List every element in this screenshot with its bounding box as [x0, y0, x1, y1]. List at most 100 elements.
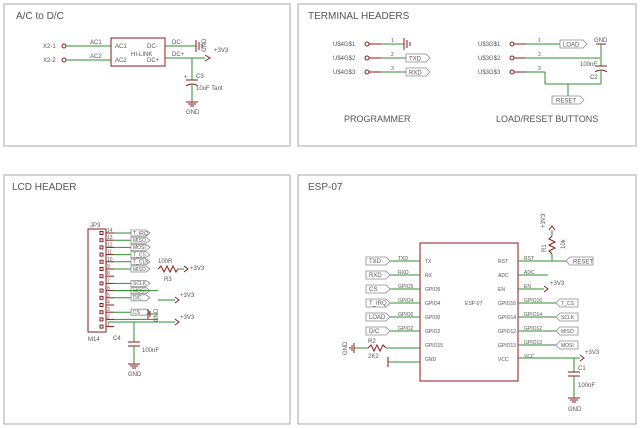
esp-right-net: GPIO16	[524, 298, 542, 304]
jp3-pin-number: 8	[107, 271, 110, 277]
jp3-pin-number: 13	[107, 235, 113, 241]
c3-val: 10uF Tant	[196, 86, 223, 92]
acdc-circuit: X2-1 X2-2 AC1 AC2 AC1 AC2 HI-LINK DC- DC…	[43, 37, 229, 116]
esp-left-pin-name: GPIO15	[425, 343, 443, 349]
jp3-net-label: MISO	[133, 267, 146, 273]
jp3-net-label: D/C	[133, 296, 142, 302]
x2-1-label: X2-1	[43, 44, 56, 50]
svg-text:2: 2	[391, 52, 394, 58]
jp3-pin-pad	[99, 324, 104, 329]
esp-right-pin-name: GPIO16	[498, 301, 516, 307]
esp-left-flag	[365, 298, 391, 308]
esp07-body	[419, 242, 519, 382]
frame-acdc	[3, 3, 291, 147]
esp-right-flag-label: MOSI	[561, 343, 574, 349]
jp3-pin-pad	[99, 288, 104, 293]
esp-right-net: VCC	[524, 354, 535, 360]
esp-left-pin-name: RX	[425, 273, 433, 279]
prog-rxd-flag	[405, 67, 431, 77]
r1-ref: R1	[542, 244, 548, 252]
jp3-pin-number: 4	[107, 300, 110, 306]
lcd-v33-c: +3V3	[180, 315, 195, 321]
v33-arrow	[204, 54, 211, 62]
esp07-module: ESP-07 TXTXDTXDRXRXDRXDGPIO5GPIO5CSGPIO4…	[365, 242, 579, 382]
svg-text:3: 3	[538, 66, 541, 72]
esp-reset-flag	[565, 256, 594, 266]
esp-right-flag	[555, 340, 579, 350]
r1-val: 10k	[561, 238, 567, 249]
jp3-pin-pad	[99, 317, 104, 322]
jp3-pin-number: 5	[107, 293, 110, 299]
esp-right-flag	[555, 326, 579, 336]
jp3-pin-number: 1	[107, 322, 110, 328]
jp3-net-label: T_IRQ	[133, 231, 148, 237]
esp-left-flag	[365, 326, 391, 336]
jp3-net-label: MOSI	[133, 288, 146, 294]
acdc-v33: +3V3	[214, 48, 229, 54]
c1-ref: C1	[578, 366, 586, 372]
jp3-pin-pad	[99, 281, 104, 286]
jp3-pin-number: 11	[107, 250, 112, 256]
x2-2-label: X2-2	[43, 58, 56, 64]
c3-ref: C3	[196, 74, 204, 80]
jp3-pin-number: 9	[107, 264, 110, 270]
r2-val: 2K2	[368, 354, 379, 360]
lcd-v33-a: +3V3	[190, 266, 205, 272]
dcp-net: DC+	[172, 52, 185, 58]
frame-lcd	[3, 174, 291, 425]
hilink-ac1: AC1	[115, 44, 127, 50]
programmer-header: U$4G$1 U$4G$2 U$4G$3 1 2 3 TXD RXD PROGR…	[333, 38, 431, 124]
esp-v33-vcc: +3V3	[585, 350, 600, 356]
svg-text:3: 3	[391, 66, 394, 72]
prog-pin-3: U$4G$3	[333, 70, 356, 76]
programmer-label: PROGRAMMER	[344, 114, 411, 124]
jp3-pin-pad	[99, 267, 104, 271]
lr-load-flag	[559, 39, 588, 49]
acdc-gnd: GND	[202, 38, 208, 52]
jp3-net-flag	[130, 258, 151, 266]
jp3-net-label: SCLK	[133, 281, 147, 287]
jp3-net-flag	[130, 265, 151, 273]
lr-reset-flag	[551, 95, 585, 105]
hilink-module	[110, 37, 166, 67]
jp3-pin-number: 2	[107, 314, 110, 320]
hilink-name: HI-LINK	[131, 52, 152, 58]
prog-txd-flag	[405, 53, 431, 63]
jp3-pin-pad	[99, 303, 104, 307]
lr-pin-3: U$3G$3	[478, 70, 501, 76]
r3-val: 100R	[158, 259, 173, 265]
jp3-pin-number: 12	[107, 242, 113, 248]
esp-left-pin-name: GPIO5	[425, 287, 441, 293]
esp-right-pin-name: VCC	[498, 357, 509, 363]
esp-left-flag-label: RXD	[369, 273, 382, 279]
prog-txd: TXD	[409, 57, 422, 63]
terminal-title: TERMINAL HEADERS	[308, 11, 410, 22]
jp3-net-flag	[130, 229, 151, 237]
esp-support: +3V3 R1 10k RESET +3V3 +3V3 C1 100nF GND…	[343, 213, 600, 413]
m14-label: M14	[88, 337, 100, 343]
c3-plus: +	[184, 75, 188, 81]
lcd-power: 100R R3 +3V3 +3V3 GND +3V3 C4 100nF GND	[108, 259, 205, 378]
esp-right-net: GPIO14	[524, 312, 542, 318]
c2-val: 100nF	[580, 62, 597, 68]
svg-text:2: 2	[538, 52, 541, 58]
esp-left-pin-name: TX	[425, 259, 432, 265]
esp-right-net: RST	[524, 256, 534, 262]
hilink-dcm: DC-	[147, 44, 158, 50]
esp-left-pin-name: GPIO2	[425, 329, 441, 335]
esp-left-flag	[365, 270, 391, 280]
esp-left-flag-label: TXD	[369, 259, 382, 265]
esp-left-net: GPIO5	[398, 284, 414, 290]
esp-right-pin-name: GPIO13	[498, 343, 516, 349]
jp3-pin-number: 7	[107, 278, 110, 284]
jp3-pin-pad	[99, 295, 104, 300]
jp3-net-label: MISO	[133, 238, 146, 244]
jp3-net-label: MOSI	[133, 245, 146, 251]
prog-pin-1: U$4G$1	[333, 42, 356, 48]
prog-pin-2: U$4G$2	[333, 56, 356, 62]
ac2-net: AC2	[90, 54, 102, 60]
jp3-net-flag	[130, 294, 151, 302]
esp-left-net: RXD	[398, 270, 409, 276]
